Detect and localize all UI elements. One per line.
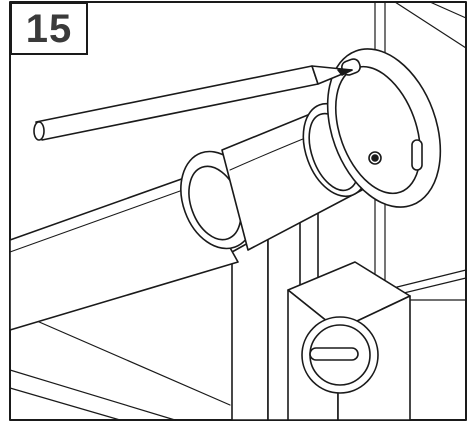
bracket-icon	[287, 261, 411, 421]
rod-icon	[9, 175, 239, 331]
step-number: 15	[25, 6, 73, 51]
step-number-badge: 15	[10, 2, 88, 55]
pencil-icon	[33, 65, 353, 141]
wall-flange-icon	[326, 48, 442, 208]
